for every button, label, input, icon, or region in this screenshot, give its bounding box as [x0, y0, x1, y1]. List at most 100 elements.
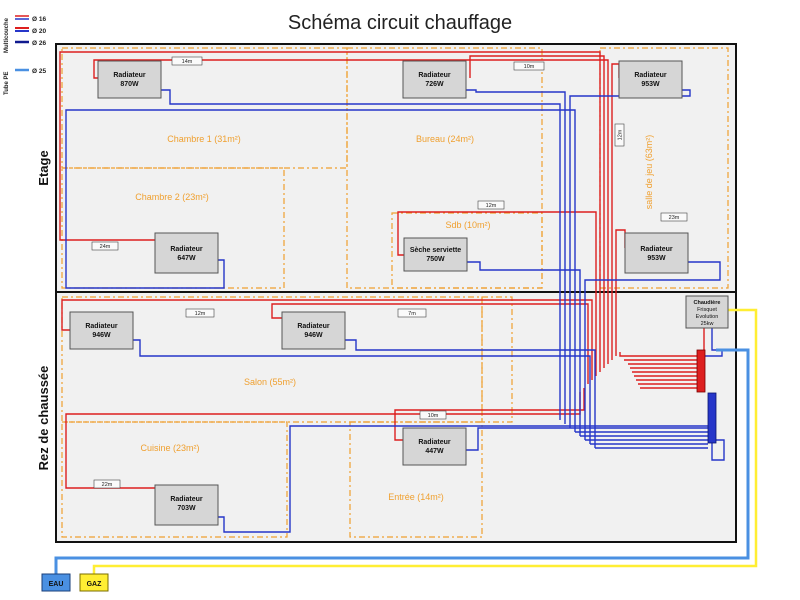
- legend-group-multicouche: Multicouche: [4, 17, 10, 53]
- return-pipe: [133, 339, 591, 444]
- legend-label-25: Ø 25: [32, 68, 46, 75]
- lower-floor-label: Rez de chaussée: [36, 366, 51, 471]
- radiator-salon-left: Radiateur 946W: [69, 311, 134, 350]
- gas-pipe: [92, 308, 758, 574]
- pipe-length-tag: 23m: [660, 212, 688, 222]
- svg-text:Evolution: Evolution: [696, 314, 719, 320]
- pipe-length-tag: 7m: [397, 308, 427, 318]
- room-chambre-1: Chambre 1 (31m²): [167, 134, 241, 144]
- svg-text:750W: 750W: [426, 256, 445, 263]
- svg-text:953W: 953W: [641, 81, 660, 88]
- svg-text:Radiateur: Radiateur: [170, 246, 203, 253]
- svg-text:24m: 24m: [100, 244, 111, 250]
- svg-text:EAU: EAU: [49, 581, 64, 588]
- svg-text:Radiateur: Radiateur: [113, 72, 146, 79]
- supply-manifold: [696, 349, 706, 393]
- svg-text:726W: 726W: [425, 81, 444, 88]
- svg-text:7m: 7m: [408, 311, 416, 317]
- diagram-title: Schéma circuit chauffage: [288, 12, 512, 34]
- return-pipe: [218, 425, 708, 533]
- room-sdb: Sdb (10m²): [445, 220, 490, 230]
- pipe-length-tag: 24m: [91, 241, 119, 251]
- room-bureau: Bureau (24m²): [416, 134, 474, 144]
- svg-text:12m: 12m: [486, 203, 497, 209]
- towel-radiator-sdb: Sèche serviette 750W: [403, 237, 468, 272]
- svg-text:647W: 647W: [177, 255, 196, 262]
- svg-text:Frisquet: Frisquet: [697, 307, 717, 313]
- svg-text:Radiateur: Radiateur: [418, 439, 451, 446]
- radiator-cuisine: Radiateur 703W: [154, 484, 219, 526]
- svg-text:10m: 10m: [524, 64, 535, 70]
- svg-text:946W: 946W: [92, 332, 111, 339]
- room-cuisine: Cuisine (23m²): [140, 443, 199, 453]
- svg-text:Radiateur: Radiateur: [170, 496, 203, 503]
- return-pipe: [345, 339, 596, 448]
- legend: Ø 16 Ø 20 Ø 26 Ø 25 Multicouche Tube PE: [4, 15, 46, 95]
- svg-text:Chaudière: Chaudière: [694, 300, 721, 306]
- return-pipe: [466, 89, 566, 424]
- svg-text:23m: 23m: [669, 215, 680, 221]
- supply-pipe: [619, 352, 697, 357]
- pipe-length-tag: 12m: [614, 123, 625, 147]
- supply-pipe: [469, 55, 605, 368]
- room-entree: Entrée (14m²): [388, 492, 444, 502]
- return-pipe: [466, 427, 708, 451]
- svg-text:25kw: 25kw: [701, 321, 714, 327]
- svg-text:22m: 22m: [102, 482, 113, 488]
- pipe-length-tag: 10m: [419, 410, 447, 420]
- return-pipe: [569, 89, 691, 428]
- svg-text:953W: 953W: [647, 255, 666, 262]
- supply-pipe: [397, 211, 597, 376]
- pipe-length-tag: 12m: [185, 308, 215, 318]
- svg-text:703W: 703W: [177, 505, 196, 512]
- svg-text:12m: 12m: [195, 311, 206, 317]
- supply-pipe: [271, 303, 589, 384]
- legend-label-26: Ø 26: [32, 40, 46, 47]
- radiator-chambre-2: Radiateur 647W: [154, 232, 219, 274]
- svg-text:Radiateur: Radiateur: [297, 323, 330, 330]
- svg-text:946W: 946W: [304, 332, 323, 339]
- svg-text:10m: 10m: [428, 413, 439, 419]
- radiator-bureau: Radiateur 726W: [402, 60, 467, 99]
- supply-pipe: [61, 299, 593, 380]
- radiator-chambre-1: Radiateur 870W: [97, 60, 162, 99]
- radiator-entree: Radiateur 447W: [402, 427, 467, 466]
- return-pipe: [584, 261, 721, 440]
- return-manifold: [707, 392, 717, 444]
- boiler: Chaudière Frisquet Evolution 25kw: [685, 295, 729, 329]
- room-salle-de-jeu: salle de jeu (63m²): [644, 135, 654, 210]
- room-chambre-2: Chambre 2 (23m²): [135, 192, 209, 202]
- return-pipe: [161, 89, 561, 420]
- radiator-salle-de-jeu-bottom: Radiateur 953W: [624, 232, 689, 274]
- supply-pipe: [59, 51, 601, 372]
- return-pipe: [467, 261, 581, 436]
- radiator-salle-de-jeu-top: Radiateur 953W: [618, 60, 683, 99]
- svg-text:Radiateur: Radiateur: [640, 246, 673, 253]
- upper-floor-label: Etage: [36, 150, 51, 185]
- radiator-salon-right: Radiateur 946W: [281, 311, 346, 350]
- svg-text:Radiateur: Radiateur: [634, 72, 667, 79]
- water-pipe: [54, 348, 750, 574]
- svg-text:Radiateur: Radiateur: [418, 72, 451, 79]
- gas-source: GAZ: [79, 573, 109, 592]
- svg-text:GAZ: GAZ: [87, 581, 103, 588]
- boiler-pipe: [711, 439, 725, 461]
- legend-label-16: Ø 16: [32, 16, 46, 23]
- pipe-length-tag: 22m: [93, 479, 121, 489]
- svg-text:Radiateur: Radiateur: [85, 323, 118, 330]
- water-source: EAU: [41, 573, 71, 592]
- svg-text:870W: 870W: [120, 81, 139, 88]
- room-salon: Salon (55m²): [244, 377, 296, 387]
- supply-pipe: [93, 59, 609, 364]
- legend-label-20: Ø 20: [32, 28, 46, 35]
- return-pipe: [65, 109, 576, 432]
- pipe-network: [54, 51, 758, 574]
- svg-text:12m: 12m: [618, 129, 624, 140]
- pipe-length-tag: 10m: [513, 61, 545, 71]
- pipe-length-tag: 12m: [477, 200, 505, 210]
- svg-text:Sèche serviette: Sèche serviette: [410, 247, 461, 254]
- pipe-length-tag: 14m: [171, 56, 203, 66]
- svg-text:447W: 447W: [425, 448, 444, 455]
- svg-text:14m: 14m: [182, 59, 193, 65]
